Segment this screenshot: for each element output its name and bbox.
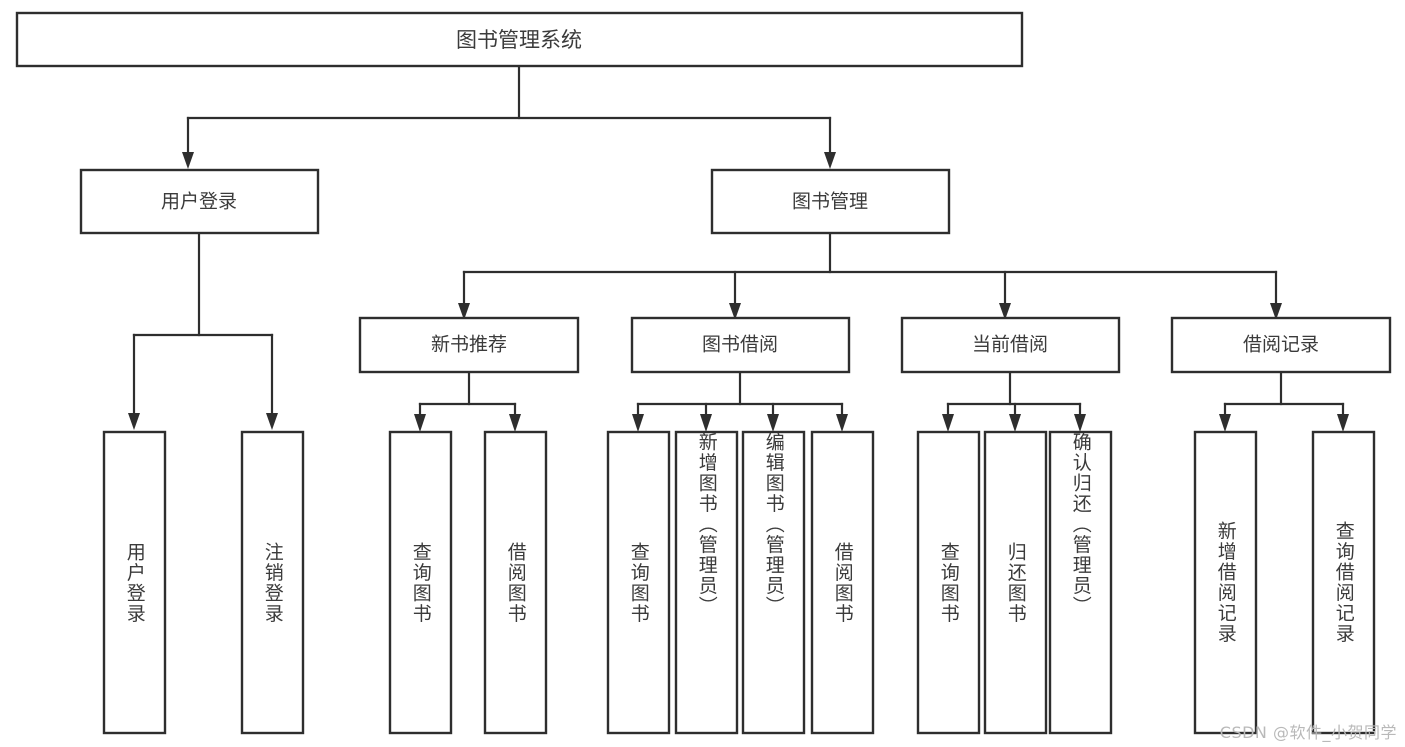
node-label-root: 图书管理系统 [456,28,582,52]
arrowhead-leaf-query-record [1337,414,1349,432]
node-borrow-record[interactable]: 借阅记录 [1170,316,1392,374]
leaf-box-logout-login[interactable] [240,430,305,735]
node-box-root[interactable] [15,11,1024,68]
leaf-box-user-login[interactable] [102,430,167,735]
arrowhead-leaf-borrow-book-1 [509,414,521,432]
arrowhead-book-management [824,152,836,169]
arrowhead-leaf-query-book-1 [414,414,426,432]
node-box-current-borrow[interactable] [900,316,1121,374]
node-current-borrow[interactable]: 当前借阅 [900,316,1121,374]
edges-layer [128,64,1349,432]
leaf-box-add-record[interactable] [1193,430,1258,735]
leaf-box-return-book[interactable] [983,430,1048,735]
node-book-management[interactable]: 图书管理 [710,168,951,235]
leaf-box-confirm-return[interactable] [1048,430,1113,735]
node-label-book-management: 图书管理 [792,191,868,213]
arrowhead-leaf-return-book [1009,414,1021,432]
csdn-watermark: CSDN @软件_小贺同学 [1219,723,1397,742]
arrowhead-leaf-user-login [128,413,140,430]
arrowhead-leaf-add-record [1219,414,1231,432]
arrowhead-leaf-logout-login [266,413,278,430]
arrowhead-new-book-recommend [458,303,470,320]
node-book-management-system[interactable]: 图书管理系统 [15,11,1024,68]
node-box-user-login[interactable] [79,168,320,235]
node-box-book-borrow[interactable] [630,316,851,374]
leaf-box-borrow-book-1[interactable] [483,430,548,735]
node-box-new-book-recommend[interactable] [358,316,580,374]
leaf-box-query-record[interactable] [1311,430,1376,735]
node-label-current-borrow: 当前借阅 [972,334,1048,356]
leaf-box-edit-book[interactable] [741,430,806,735]
arrowhead-book-borrow [729,303,741,320]
arrowhead-leaf-query-book-3 [942,414,954,432]
arrowhead-current-borrow [999,303,1011,320]
arrowhead-leaf-add-book [700,414,712,432]
node-label-book-borrow: 图书借阅 [702,334,778,356]
node-box-borrow-record[interactable] [1170,316,1392,374]
node-user-login[interactable]: 用户登录 [79,168,320,235]
arrowhead-borrow-record [1270,303,1282,320]
arrowhead-user-login [182,152,194,169]
node-new-book-recommend[interactable]: 新书推荐 [358,316,580,374]
arrowhead-leaf-confirm-return [1074,414,1086,432]
nodes-layer: 图书管理系统 用户登录 图书管理 新书推荐 图书借阅 当前 [15,11,1392,735]
node-label-user-login: 用户登录 [161,191,237,213]
node-label-new-book-recommend: 新书推荐 [431,334,507,356]
leaf-box-query-book-1[interactable] [388,430,453,735]
node-label-borrow-record: 借阅记录 [1243,334,1319,356]
leaf-box-add-book[interactable] [674,430,739,735]
node-book-borrow[interactable]: 图书借阅 [630,316,851,374]
leaf-box-query-book-2[interactable] [606,430,671,735]
arrowhead-leaf-query-book-2 [632,414,644,432]
node-box-book-management[interactable] [710,168,951,235]
arrowhead-leaf-edit-book [767,414,779,432]
arrowhead-leaf-borrow-book-2 [836,414,848,432]
leaf-box-query-book-3[interactable] [916,430,981,735]
leaf-box-borrow-book-2[interactable] [810,430,875,735]
